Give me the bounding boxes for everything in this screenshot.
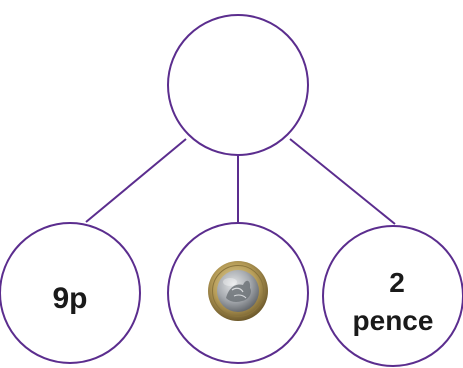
one-pound-coin-icon: [208, 261, 268, 321]
whole-circle: [167, 14, 309, 156]
part-label-9p: 9p: [52, 282, 87, 315]
part-circle-left: [0, 222, 141, 364]
connector-line-right: [289, 138, 396, 225]
part-circle-right: [322, 225, 463, 367]
connector-line-left: [85, 138, 187, 223]
part-label-number: 2: [389, 267, 405, 298]
part-label-unit: pence: [353, 305, 434, 336]
